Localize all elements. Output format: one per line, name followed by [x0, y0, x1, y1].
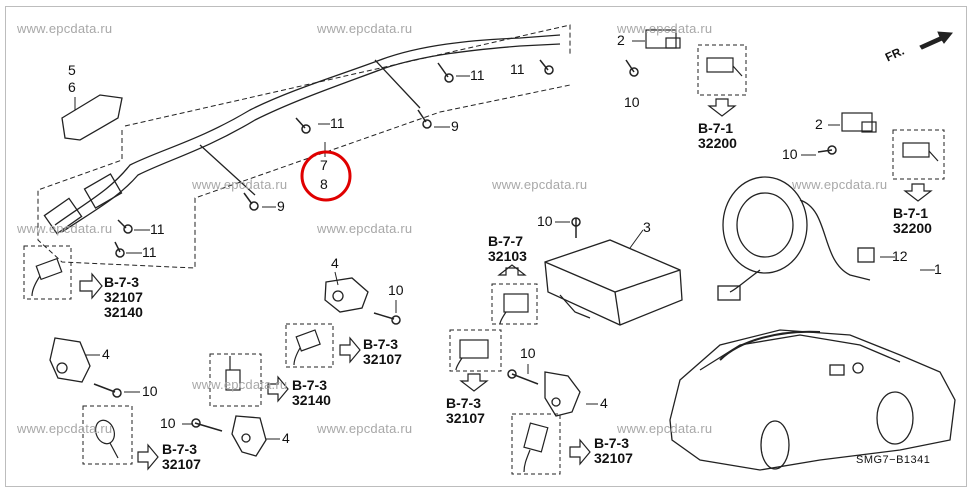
reference-label[interactable]: B-7-3 32107	[363, 337, 402, 367]
front-arrow-icon	[919, 31, 953, 50]
callout-11: 11	[142, 244, 157, 260]
reference-label[interactable]: B-7-3 32107	[594, 436, 633, 466]
callout-4: 4	[282, 430, 290, 446]
curtain-airbag-icon	[43, 34, 561, 235]
reference-group: B-7-3	[594, 435, 630, 451]
cable-reel-icon	[717, 176, 875, 301]
watermark: www.epcdata.ru	[617, 21, 713, 36]
watermark: www.epcdata.ru	[192, 177, 288, 192]
callout-1: 1	[934, 261, 942, 277]
reference-group: B-7-3	[104, 274, 140, 290]
callout-10: 10	[142, 383, 158, 399]
watermark: www.epcdata.ru	[317, 421, 413, 436]
callout-12: 12	[892, 248, 908, 264]
watermark: www.epcdata.ru	[617, 421, 713, 436]
reference-code: 32107	[594, 450, 633, 466]
callout-10: 10	[782, 146, 798, 162]
airbag-cover-icon	[61, 94, 123, 141]
callout-9: 9	[451, 118, 459, 134]
reference-code: 32200	[698, 135, 737, 151]
reference-label[interactable]: B-7-1 32200	[698, 121, 737, 151]
callout-10: 10	[537, 213, 553, 229]
reference-code: 32107	[104, 289, 143, 305]
bolt-icons	[93, 59, 837, 432]
callout-4: 4	[331, 255, 339, 271]
watermark: www.epcdata.ru	[17, 421, 113, 436]
reference-arrows	[79, 98, 933, 471]
reference-code: 32107	[162, 456, 201, 472]
reference-group: B-7-3	[363, 336, 399, 352]
watermark: www.epcdata.ru	[792, 177, 888, 192]
callout-4: 4	[600, 395, 608, 411]
callout-8: 8	[320, 176, 328, 192]
reference-group: B-7-1	[893, 205, 929, 221]
srs-unit-icon	[544, 239, 683, 326]
reference-group: B-7-3	[292, 377, 328, 393]
callout-5: 5	[68, 62, 76, 78]
reference-group: B-7-3	[162, 441, 198, 457]
callout-10: 10	[520, 345, 536, 361]
callout-11: 11	[150, 221, 165, 237]
watermark: www.epcdata.ru	[317, 221, 413, 236]
connector-detail-boxes	[23, 44, 945, 475]
reference-label[interactable]: B-7-3 32107	[446, 396, 485, 426]
callout-11: 11	[470, 67, 485, 83]
reference-code: 32107	[446, 410, 485, 426]
reference-label[interactable]: B-7-3 32107 32140	[104, 275, 143, 320]
highlight-circle	[300, 150, 352, 202]
callout-10: 10	[160, 415, 176, 431]
watermark: www.epcdata.ru	[17, 221, 113, 236]
callout-2: 2	[815, 116, 823, 132]
reference-label[interactable]: B-7-7 32103	[488, 234, 527, 264]
diagram-code: SMG7−B1341	[856, 454, 931, 466]
reference-code: 32107	[363, 351, 402, 367]
reference-group: B-7-7	[488, 233, 524, 249]
reference-label[interactable]: B-7-1 32200	[893, 206, 932, 236]
callout-10: 10	[624, 94, 640, 110]
callout-11: 11	[510, 61, 525, 77]
callout-7: 7	[320, 157, 328, 173]
reference-code: 32200	[893, 220, 932, 236]
reference-code: 32103	[488, 248, 527, 264]
watermark: www.epcdata.ru	[492, 177, 588, 192]
watermark: www.epcdata.ru	[192, 377, 288, 392]
reference-code: 32140	[104, 304, 143, 320]
vehicle-outline-icon	[669, 329, 956, 471]
callout-11: 11	[330, 115, 345, 131]
watermark: www.epcdata.ru	[17, 21, 113, 36]
impact-sensor-icons	[49, 277, 581, 457]
diagram-frame	[5, 6, 967, 487]
curtain-airbag-group-outline	[37, 24, 571, 269]
watermark: www.epcdata.ru	[317, 21, 413, 36]
connector-icons	[31, 29, 939, 473]
reference-group: B-7-3	[446, 395, 482, 411]
leader-lines	[85, 40, 935, 440]
callout-10: 10	[388, 282, 404, 298]
callout-4: 4	[102, 346, 110, 362]
reference-group: B-7-1	[698, 120, 734, 136]
reference-label[interactable]: B-7-3 32140	[292, 378, 331, 408]
callout-2: 2	[617, 32, 625, 48]
callout-3: 3	[643, 219, 651, 235]
callout-9: 9	[277, 198, 285, 214]
reference-label[interactable]: B-7-3 32107	[162, 442, 201, 472]
callout-6: 6	[68, 79, 76, 95]
reference-code: 32140	[292, 392, 331, 408]
